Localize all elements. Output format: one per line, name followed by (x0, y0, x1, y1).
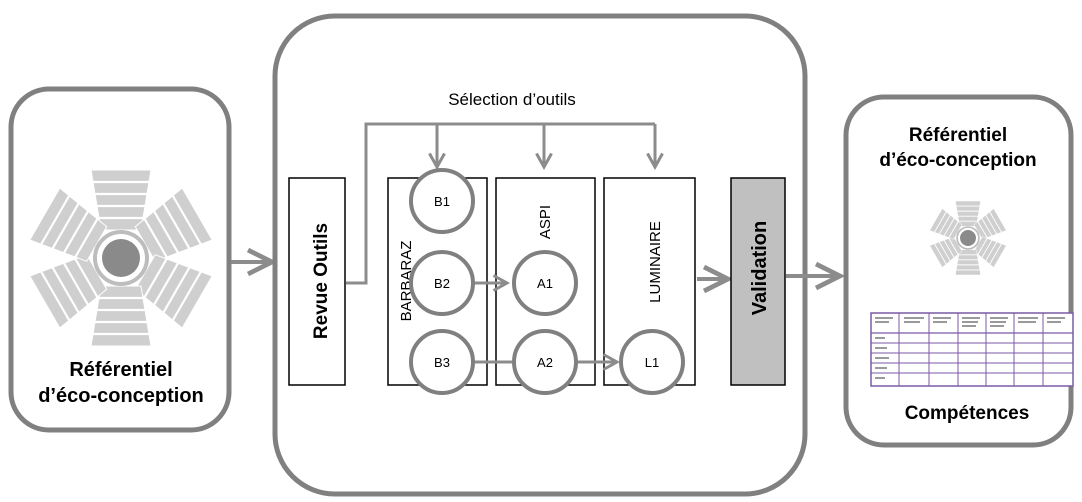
node-a1-label: A1 (537, 276, 553, 291)
node-a2-label: A2 (537, 355, 553, 370)
node-b1-label: B1 (434, 194, 450, 209)
left-panel-title-line2: d’éco-conception (38, 385, 204, 407)
node-b3: B3 (409, 329, 475, 395)
node-b2: B2 (409, 250, 475, 316)
node-a2: A2 (512, 329, 578, 395)
node-b1: B1 (409, 168, 475, 234)
node-l1-label: L1 (645, 355, 659, 370)
barbaraz-label: BARBARAZ (398, 241, 415, 322)
competences-label: Compétences (905, 403, 1030, 424)
node-l1: L1 (619, 329, 685, 395)
left-panel-title-line1: Référentiel (69, 359, 172, 381)
node-a1: A1 (512, 250, 578, 316)
right-panel-title-line1: Référentiel (909, 125, 1007, 146)
revue-outils-box (288, 177, 346, 386)
luminaire-label: LUMINAIRE (647, 221, 664, 303)
selection-bus-line (346, 122, 655, 285)
right-panel-title-line2: d’éco-conception (879, 150, 1036, 171)
aspi-label: ASPI (537, 205, 554, 239)
validation-box (730, 177, 786, 386)
node-b3-label: B3 (434, 355, 450, 370)
validation-label: Validation (749, 221, 771, 315)
competence-table-icon (870, 312, 1074, 387)
revue-outils-label: Revue Outils (311, 223, 332, 339)
tool-selection-label: Sélection d’outils (448, 90, 576, 109)
node-b2-label: B2 (434, 276, 450, 291)
